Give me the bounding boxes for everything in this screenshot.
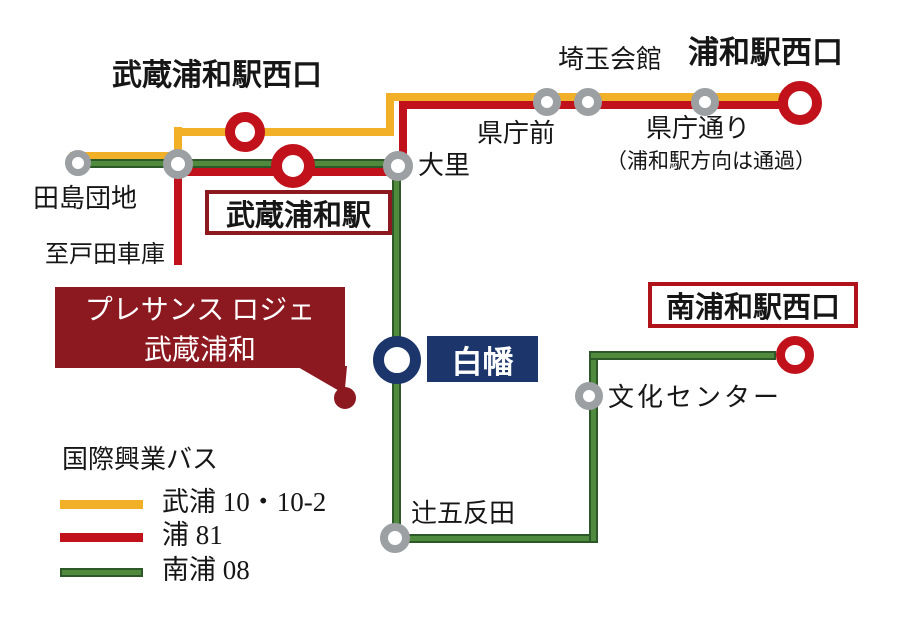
legend-item-minami08: 南浦 08 <box>162 555 250 585</box>
stop-osato <box>383 151 413 181</box>
stop-urawa-west <box>778 81 822 125</box>
stop-kencho-mae <box>533 88 561 116</box>
route-green-segment <box>589 351 598 543</box>
legend-title: 国際興業バス <box>62 445 219 474</box>
label-kencho-mae: 県庁前 <box>477 119 556 148</box>
property-name-line2: 武蔵浦和 <box>143 334 256 366</box>
stop-junction <box>163 149 193 179</box>
route-yellow-segment <box>70 152 182 160</box>
route-green-segment <box>392 534 598 543</box>
label-saitama-kaikan: 埼玉会館 <box>558 45 663 74</box>
property-callout: プレサンス ロジェ 武蔵浦和 <box>55 287 345 368</box>
route-red-segment <box>174 168 182 265</box>
stop-minami-urawa-west <box>776 336 814 374</box>
stop-musashi-urawa-west <box>225 112 265 152</box>
stop-tsuji-gotanda <box>380 523 410 553</box>
property-name-line1: プレサンス ロジェ <box>84 294 316 326</box>
legend-item-mu10: 武浦 10・10-2 <box>162 487 327 517</box>
stop-kencho-dori <box>691 88 719 116</box>
label-osato: 大里 <box>418 151 471 180</box>
box-minami-urawa-west: 南浦和駅西口 <box>648 282 858 328</box>
label-tajima-danchi: 田島団地 <box>33 184 138 213</box>
stop-bunka-center <box>575 382 603 410</box>
label-kencho-dori: 県庁通り <box>646 114 751 143</box>
label-minami-urawa-west: 南浦和駅西口 <box>665 292 840 324</box>
route-red-segment <box>399 101 407 176</box>
stop-musashi-urawa-station <box>271 144 315 188</box>
route-yellow-segment <box>386 93 394 136</box>
box-shirahata: 白幡 <box>427 336 538 382</box>
route-yellow-segment <box>174 127 182 160</box>
stop-tajima-danchi <box>65 150 91 176</box>
label-urawa-west: 浦和駅西口 <box>688 35 843 70</box>
legend-swatch-yellow <box>60 500 143 509</box>
property-location-dot <box>334 387 356 409</box>
label-kencho-dori-note: （浦和駅方向は通過） <box>606 149 816 173</box>
label-bunka-center: 文化センター <box>608 383 783 412</box>
route-yellow-segment <box>174 128 394 136</box>
label-to-toda-depot: 至戸田車庫 <box>45 242 165 268</box>
stop-saitama-kaikan <box>574 88 602 116</box>
label-musashi-urawa-west: 武蔵浦和駅西口 <box>112 59 322 92</box>
route-green-segment <box>70 159 401 168</box>
stop-shirahata <box>373 336 421 384</box>
legend-item-ura81: 浦 81 <box>162 520 223 550</box>
legend-swatch-red <box>60 533 143 542</box>
label-musashi-urawa-station: 武蔵浦和駅 <box>225 199 371 232</box>
label-tsuji-gotanda: 辻五反田 <box>411 499 516 528</box>
legend-swatch-green <box>60 568 143 577</box>
label-shirahata: 白幡 <box>451 344 514 380</box>
route-green-segment <box>589 351 776 360</box>
box-musashi-urawa-station: 武蔵浦和駅 <box>205 190 392 235</box>
